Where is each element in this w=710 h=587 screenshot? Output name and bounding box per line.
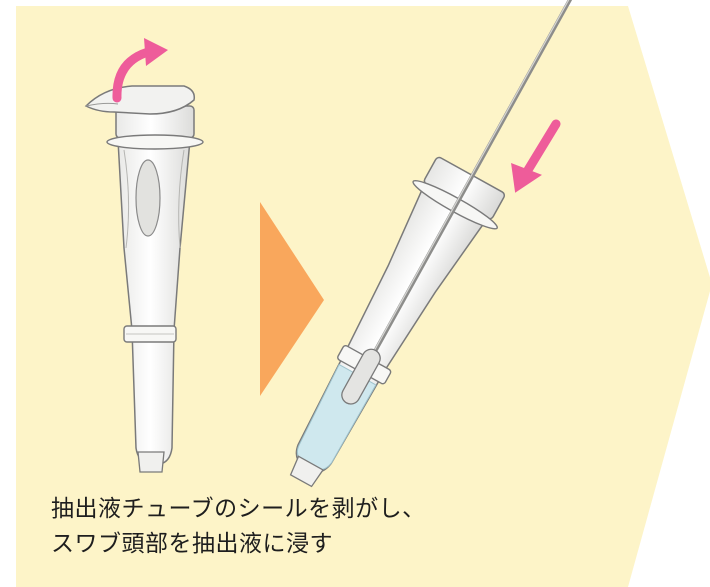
- curved-arrow-icon: [112, 38, 168, 103]
- extraction-tube-with-swab: [289, 0, 606, 488]
- extraction-tube-sealed: [84, 85, 204, 473]
- triangle-arrow-icon: [260, 202, 324, 396]
- instruction-caption: 抽出液チューブのシールを剥がし、 スワブ頭部を抽出液に浸す: [51, 492, 571, 562]
- caption-line-1: 抽出液チューブのシールを剥がし、: [51, 496, 426, 522]
- diagonal-arrow-icon: [511, 119, 561, 193]
- caption-line-2: スワブ頭部を抽出液に浸す: [51, 531, 333, 557]
